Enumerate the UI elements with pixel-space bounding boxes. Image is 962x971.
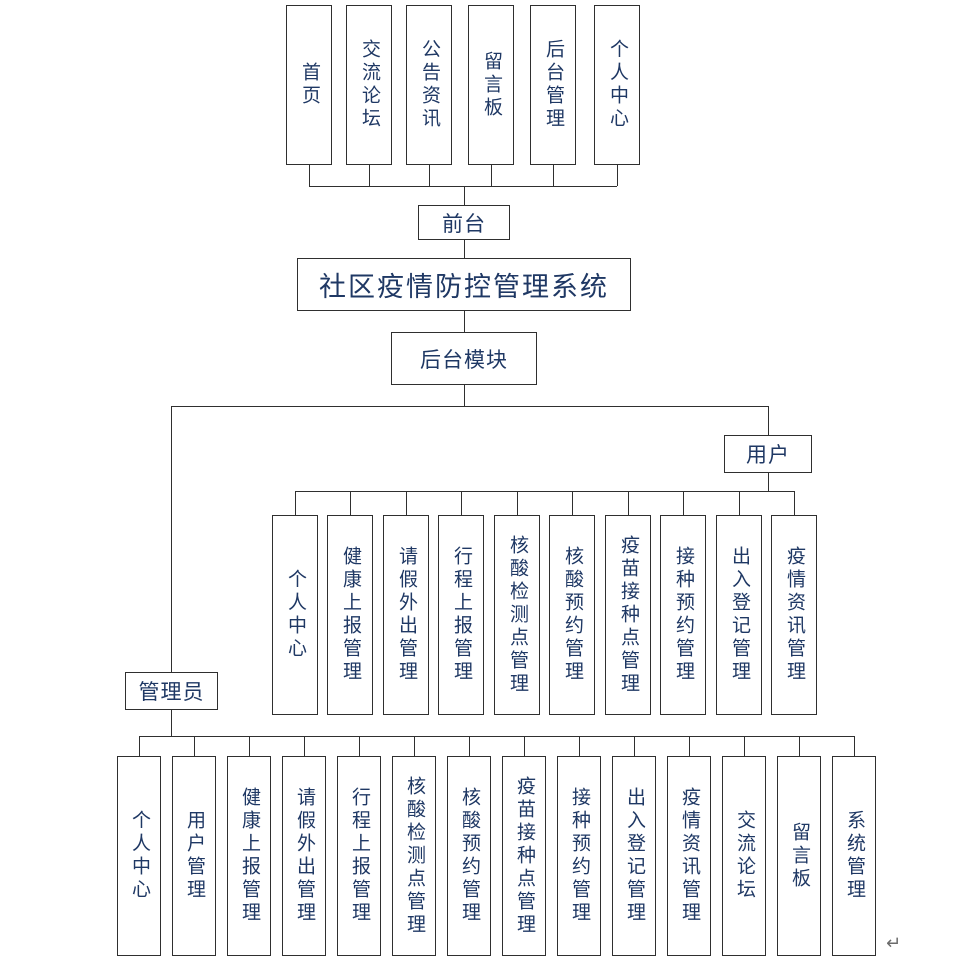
connector (369, 165, 370, 186)
connector (524, 736, 525, 756)
connector (461, 491, 462, 515)
node-admin-test-appointment: 核酸预约管理 (447, 756, 491, 956)
connector (744, 736, 745, 756)
node-admin-user-management: 用户管理 (172, 756, 216, 956)
connector (634, 736, 635, 756)
node-front-personal-center: 个人中心 (594, 5, 640, 165)
node-user-trip-report: 行程上报管理 (438, 515, 484, 715)
node-admin-leave-management: 请假外出管理 (282, 756, 326, 956)
node-backend-module: 后台模块 (391, 332, 537, 385)
paragraph-return-mark: ↵ (886, 933, 902, 954)
connector (464, 240, 465, 258)
connector (768, 406, 769, 435)
connector (414, 736, 415, 756)
node-admin-entry-exit: 出入登记管理 (612, 756, 656, 956)
connector (689, 736, 690, 756)
connector (171, 406, 768, 407)
node-user-personal-center: 个人中心 (272, 515, 318, 715)
connector (491, 165, 492, 186)
connector (553, 165, 554, 186)
connector (617, 165, 618, 186)
node-admin-testing-site: 核酸检测点管理 (392, 756, 436, 956)
node-user-testing-site: 核酸检测点管理 (494, 515, 540, 715)
connector (517, 491, 518, 515)
connector (799, 736, 800, 756)
node-user-entry-exit: 出入登记管理 (716, 515, 762, 715)
connector (139, 736, 854, 737)
connector (295, 491, 794, 492)
connector (309, 186, 617, 187)
connector (464, 311, 465, 332)
connector (464, 385, 465, 406)
node-front: 前台 (418, 205, 510, 240)
node-user-leave-management: 请假外出管理 (383, 515, 429, 715)
node-user-vaccine-site: 疫苗接种点管理 (605, 515, 651, 715)
connector (794, 491, 795, 515)
connector (309, 165, 310, 186)
node-admin-health-report: 健康上报管理 (227, 756, 271, 956)
connector (579, 736, 580, 756)
node-user: 用户 (724, 435, 812, 473)
node-front-forum: 交流论坛 (346, 5, 392, 165)
node-admin-system-management: 系统管理 (832, 756, 876, 956)
node-user-epidemic-info: 疫情资讯管理 (771, 515, 817, 715)
node-admin-trip-report: 行程上报管理 (337, 756, 381, 956)
node-admin-vaccine-appointment: 接种预约管理 (557, 756, 601, 956)
node-admin-message-board: 留言板 (777, 756, 821, 956)
connector (171, 406, 172, 672)
node-front-message-board: 留言板 (468, 5, 514, 165)
connector (628, 491, 629, 515)
node-admin-personal-center: 个人中心 (117, 756, 161, 956)
connector (171, 710, 172, 736)
connector (572, 491, 573, 515)
node-front-backend-management: 后台管理 (530, 5, 576, 165)
node-front-announcements: 公告资讯 (406, 5, 452, 165)
node-user-test-appointment: 核酸预约管理 (549, 515, 595, 715)
connector (469, 736, 470, 756)
connector (304, 736, 305, 756)
connector (139, 736, 140, 756)
node-front-home: 首页 (286, 5, 332, 165)
node-user-vaccine-appointment: 接种预约管理 (660, 515, 706, 715)
node-user-health-report: 健康上报管理 (327, 515, 373, 715)
connector (464, 186, 465, 205)
node-system-title: 社区疫情防控管理系统 (297, 258, 631, 311)
node-admin-forum: 交流论坛 (722, 756, 766, 956)
node-admin-vaccine-site: 疫苗接种点管理 (502, 756, 546, 956)
connector (249, 736, 250, 756)
connector (683, 491, 684, 515)
connector (295, 491, 296, 515)
connector (739, 491, 740, 515)
connector (359, 736, 360, 756)
node-admin: 管理员 (125, 672, 218, 710)
connector (854, 736, 855, 756)
connector (194, 736, 195, 756)
connector (350, 491, 351, 515)
connector (406, 491, 407, 515)
connector (429, 165, 430, 186)
connector (768, 473, 769, 491)
node-admin-epidemic-info: 疫情资讯管理 (667, 756, 711, 956)
